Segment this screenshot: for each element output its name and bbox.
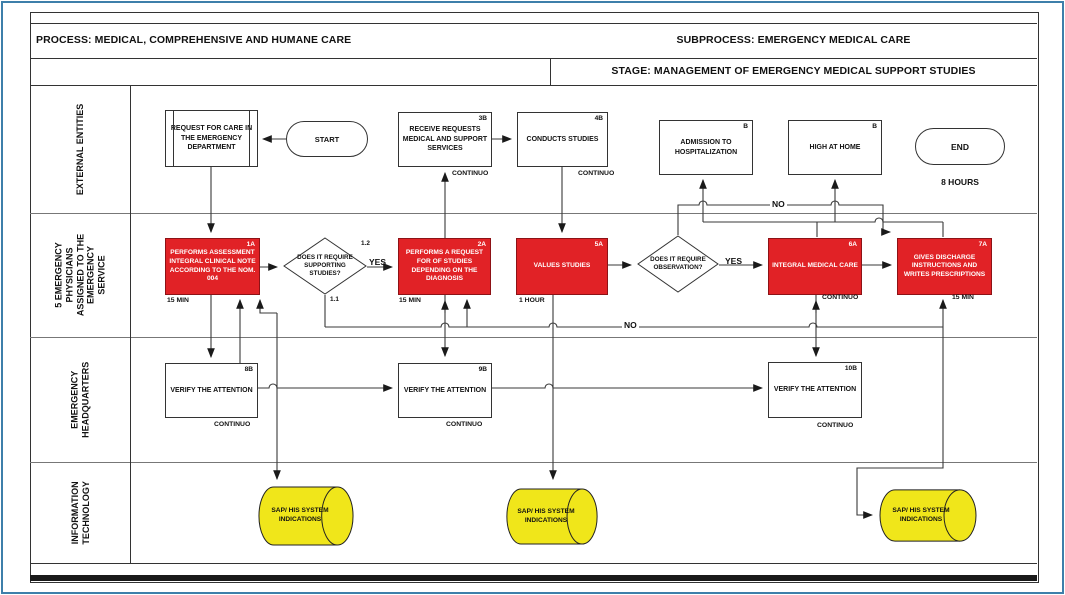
task-values-studies: 5A VALUES STUDIES — [516, 238, 608, 295]
datastore-sap-his-3: SAP/ HIS SYSTEM INDICATIONS — [892, 506, 950, 523]
task-verify-attention-8b: 8B VERIFY THE ATTENTION — [165, 363, 258, 418]
task-admission-hospitalization: B ADMISSION TO HOSPITALIZATION — [659, 120, 753, 175]
time-label-5a: 1 HOUR — [519, 297, 545, 304]
task-conducts-studies: 4B CONDUCTS STUDIES — [517, 112, 608, 167]
time-label-2a: 15 MIN — [399, 297, 421, 304]
task-request-care: REQUEST FOR CARE IN THE EMERGENCY DEPART… — [165, 110, 258, 167]
lane-divider-1 — [30, 213, 1037, 214]
decision-supporting-studies-shape — [283, 237, 367, 295]
continuo-label-8b: CONTINUO — [214, 421, 251, 428]
stage-row-line — [30, 85, 1037, 86]
lane-divider-4 — [30, 563, 1037, 564]
time-label-7a: 15 MIN — [952, 294, 974, 301]
task-gives-discharge: 7A GIVES DISCHARGE INSTRUCTIONS AND WRIT… — [897, 238, 992, 295]
process-row-line — [30, 58, 1037, 59]
start-terminator: START — [286, 121, 368, 157]
end-terminator: END — [915, 128, 1005, 165]
subprocess-title: SUBPROCESS: EMERGENCY MEDICAL CARE — [676, 34, 911, 46]
task-integral-medical-care: 6A INTEGRAL MEDICAL CARE — [768, 238, 862, 295]
lane-divider-3 — [30, 462, 1037, 463]
datastore-sap-his-1: SAP/ HIS SYSTEM INDICATIONS — [271, 507, 329, 523]
continuo-label-10b: CONTINUO — [817, 422, 854, 429]
end-duration-label: 8 HOURS — [941, 177, 979, 187]
decision-supporting-studies: DOES IT REQUIRE SUPPORTING STUDIES? — [297, 254, 353, 277]
time-label-1a: 15 MIN — [167, 297, 189, 304]
lane-divider-2 — [30, 337, 1037, 338]
process-title: PROCESS: MEDICAL, COMPREHENSIVE AND HUMA… — [36, 34, 352, 46]
flow-label-yes-1: YES — [369, 257, 387, 267]
decision-observation: DOES IT REQUIRE OBSERVATION? — [650, 256, 706, 271]
task-verify-attention-10b: 10B VERIFY THE ATTENTION — [768, 362, 862, 418]
datastore-sap-his-1-shape — [257, 486, 355, 546]
task-verify-attention-9b: 9B VERIFY THE ATTENTION — [398, 363, 492, 418]
datastore-sap-his-3-shape — [878, 489, 978, 542]
continuo-label-9b: CONTINUO — [446, 421, 483, 428]
subprocess-bars — [173, 111, 250, 166]
continuo-label-3b: CONTINUO — [452, 170, 489, 177]
task-performs-request: 2A PERFORMS A REQUEST FOR OF STUDIES DEP… — [398, 238, 491, 295]
decision-observation-shape — [637, 235, 719, 293]
stage-title: STAGE: MANAGEMENT OF EMERGENCY MEDICAL S… — [611, 65, 976, 77]
diagram-border — [30, 12, 1039, 583]
decision1-bottom-branch-label: 1.1 — [330, 296, 339, 303]
datastore-sap-his-2: SAP/ HIS SYSTEM INDICATIONS — [517, 507, 575, 524]
flow-label-yes-2: YES — [725, 256, 743, 266]
lane-label-column-divider — [130, 85, 131, 563]
continuo-label-6a: CONTINUO — [822, 294, 859, 301]
task-performs-assessment: 1A PERFORMS ASSESSMENT INTEGRAL CLINICAL… — [165, 238, 260, 295]
continuo-label-4b: CONTINUO — [578, 170, 615, 177]
decision1-top-branch-label: 1.2 — [361, 240, 370, 247]
task-receive-requests: 3B RECEIVE REQUESTS MEDICAL AND SUPPORT … — [398, 112, 492, 167]
datastore-sap-his-2-shape — [505, 488, 599, 545]
task-high-at-home: B HIGH AT HOME — [788, 120, 882, 175]
bottom-black-bar — [30, 575, 1037, 581]
flow-label-no-lower: NO — [622, 320, 639, 330]
flow-label-no-upper: NO — [770, 199, 787, 209]
stage-cell-divider — [550, 58, 551, 85]
top-strip-line — [30, 23, 1037, 24]
